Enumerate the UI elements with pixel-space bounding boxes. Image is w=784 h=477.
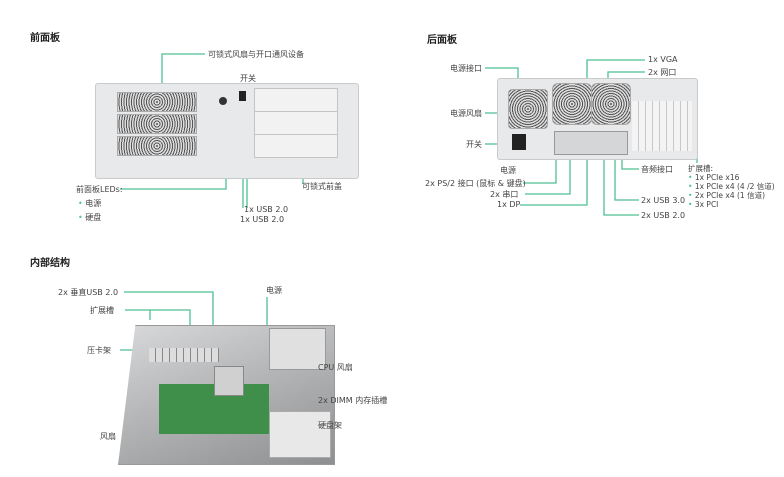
psu-fan <box>508 89 548 129</box>
label-dimm: 2x DIMM 内存插槽 <box>318 396 388 405</box>
label-dp: 1x DP <box>497 200 521 209</box>
label-serial: 2x 串口 <box>490 190 519 199</box>
cpu-fan <box>214 366 244 396</box>
label-front-cover: 可锁式前盖 <box>302 182 342 191</box>
rear-panel-title: 后面板 <box>427 35 457 46</box>
expansion-item: • 1x PCIe x16 <box>688 173 740 182</box>
label-fan: 风扇 <box>100 432 116 441</box>
psu <box>269 328 326 370</box>
label-power-fan: 电源风扇 <box>450 109 482 118</box>
label-power: 电源 <box>500 166 516 175</box>
led-hdd: 硬盘 <box>85 213 102 222</box>
drive-bay <box>254 134 338 158</box>
lock-icon <box>219 97 227 105</box>
front-vent <box>117 136 197 156</box>
label-card-holder: 压卡架 <box>87 346 111 355</box>
label-usb: 1x USB 2.0 <box>240 215 285 224</box>
label-switch: 开关 <box>466 140 482 149</box>
expansion-slots <box>632 101 692 151</box>
label-usb3: 2x USB 3.0 <box>641 196 686 205</box>
label-audio: 音频接口 <box>641 165 673 174</box>
expansion-item: • 1x PCIe x4 (4 /2 信道) <box>688 182 775 191</box>
rear-chassis-image <box>497 78 698 160</box>
label-leds: 前面板LEDs: <box>76 185 123 194</box>
expansion-item: • 3x PCI <box>688 200 719 209</box>
label-expansion: 扩展槽 <box>90 306 114 315</box>
expansion-item: • 2x PCIe x4 (1 信道) <box>688 191 765 200</box>
led-item: • 硬盘 <box>78 213 102 222</box>
power-connector <box>512 134 526 150</box>
hdd-bay <box>269 411 331 458</box>
front-vent <box>117 114 197 134</box>
label-fan-vent: 可锁式风扇与开口通风设备 <box>208 50 304 59</box>
interior-image <box>118 325 335 465</box>
rear-fan <box>552 83 592 125</box>
label-hdd-bay: 硬盘架 <box>318 421 342 430</box>
drive-bay <box>254 88 338 112</box>
drive-bay <box>254 111 338 135</box>
label-power-port: 电源接口 <box>450 64 482 73</box>
rear-fan <box>591 83 631 125</box>
io-panel <box>554 131 628 155</box>
led-power: 电源 <box>85 199 102 208</box>
expansion-list: 扩展槽: • 1x PCIe x16 • 1x PCIe x4 (4 /2 信道… <box>688 164 775 209</box>
label-vertical-usb: 2x 垂直USB 2.0 <box>58 288 119 297</box>
label-switch: 开关 <box>240 74 256 83</box>
led-item: • 电源 <box>78 199 102 208</box>
label-vga: 1x VGA <box>648 55 678 64</box>
front-chassis-image <box>95 83 359 179</box>
label-lan: 2x 网口 <box>648 68 677 77</box>
label-ps2: 2x PS/2 接口 (鼠标 & 键盘) <box>425 179 526 188</box>
label-usb2: 2x USB 2.0 <box>641 211 686 220</box>
label-power: 电源 <box>266 286 282 295</box>
front-panel-title: 前面板 <box>30 33 60 44</box>
front-vent <box>117 92 197 112</box>
card-holder <box>149 348 219 362</box>
expansion-title: 扩展槽: <box>688 164 714 173</box>
label-usb: 1x USB 2.0 <box>244 205 289 214</box>
label-cpu-fan: CPU 风扇 <box>318 363 353 372</box>
interior-title: 内部结构 <box>30 258 70 269</box>
power-switch[interactable] <box>239 91 246 101</box>
